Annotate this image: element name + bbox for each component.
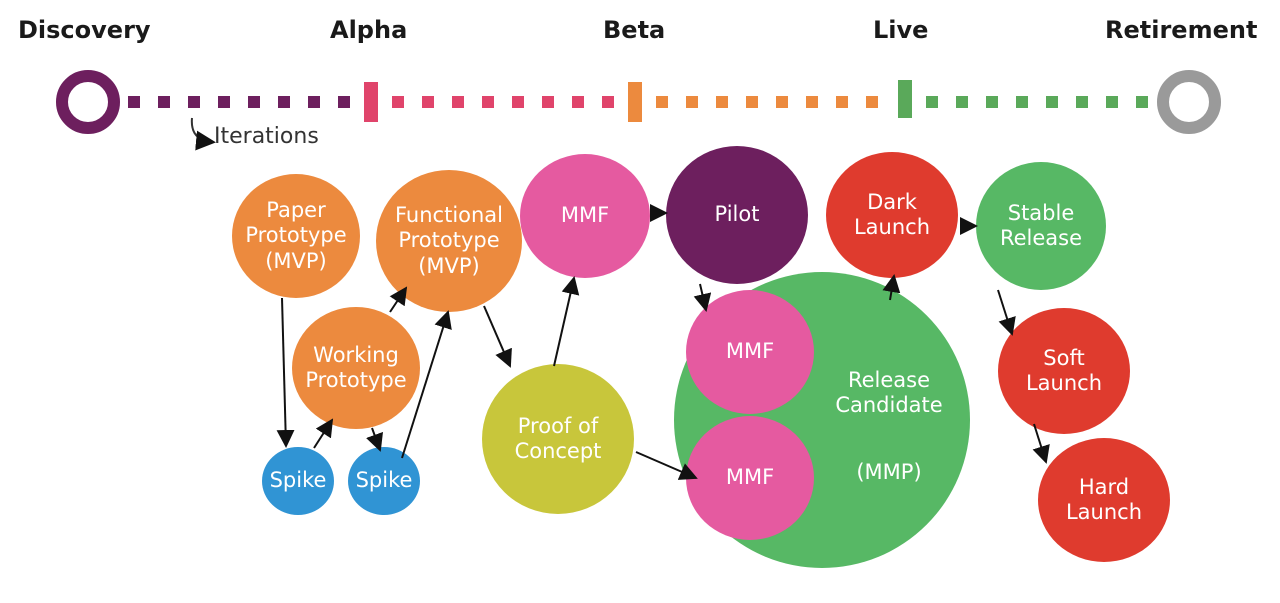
iteration-dash [308,96,320,108]
retirement-ring [1157,70,1221,134]
iteration-dash [278,96,290,108]
iteration-dash [926,96,938,108]
iteration-dash [188,96,200,108]
timeline [56,70,1221,134]
mmf-mid-node: MMF [686,290,814,414]
iteration-dash [392,96,404,108]
iteration-dash [836,96,848,108]
iteration-dash [656,96,668,108]
iteration-dash [686,96,698,108]
iteration-dash [338,96,350,108]
release-candidate-label: Release Candidate [835,368,943,418]
hard-launch-node: Hard Launch [1038,438,1170,562]
iteration-dash [986,96,998,108]
iteration-dash [452,96,464,108]
phase-discovery: Discovery [18,16,151,44]
iteration-dash [1016,96,1028,108]
iteration-dash [158,96,170,108]
pilot-node: Pilot [666,146,808,284]
iteration-dash [602,96,614,108]
iteration-dash [1106,96,1118,108]
iteration-dash [776,96,788,108]
dark-launch-node: Dark Launch [826,152,958,278]
iteration-dash [1136,96,1148,108]
iteration-dash [422,96,434,108]
alpha-milestone [364,82,378,122]
iteration-dash [1076,96,1088,108]
proof-of-concept-node: Proof of Concept [482,364,634,514]
iteration-dash [218,96,230,108]
iteration-dash [746,96,758,108]
working-prototype-node: Working Prototype [292,307,420,429]
iterations-pointer [190,117,216,151]
spike-node-2: Spike [348,447,420,515]
functional-prototype-node: Functional Prototype (MVP) [376,170,522,312]
iteration-dash [512,96,524,108]
phase-alpha: Alpha [330,16,408,44]
iteration-dash [248,96,260,108]
beta-milestone [628,82,642,122]
mmp-label: (MMP) [856,460,922,484]
iteration-dash [542,96,554,108]
iteration-dash [716,96,728,108]
iterations-label: Iterations [214,124,319,149]
iteration-dash [572,96,584,108]
iteration-dash [806,96,818,108]
soft-launch-node: Soft Launch [998,308,1130,434]
stable-release-node: Stable Release [976,162,1106,290]
live-milestone [898,80,912,118]
iteration-dash [482,96,494,108]
mmf-low-node: MMF [686,416,814,540]
iteration-dash [956,96,968,108]
spike-node-1: Spike [262,447,334,515]
paper-prototype-node: Paper Prototype (MVP) [232,174,360,298]
mmf-top-node: MMF [520,154,650,278]
iteration-dash [866,96,878,108]
phase-beta: Beta [603,16,666,44]
discovery-ring [56,70,120,134]
iteration-dash [128,96,140,108]
phase-live: Live [873,16,929,44]
iteration-dash [1046,96,1058,108]
phase-retirement: Retirement [1105,16,1258,44]
